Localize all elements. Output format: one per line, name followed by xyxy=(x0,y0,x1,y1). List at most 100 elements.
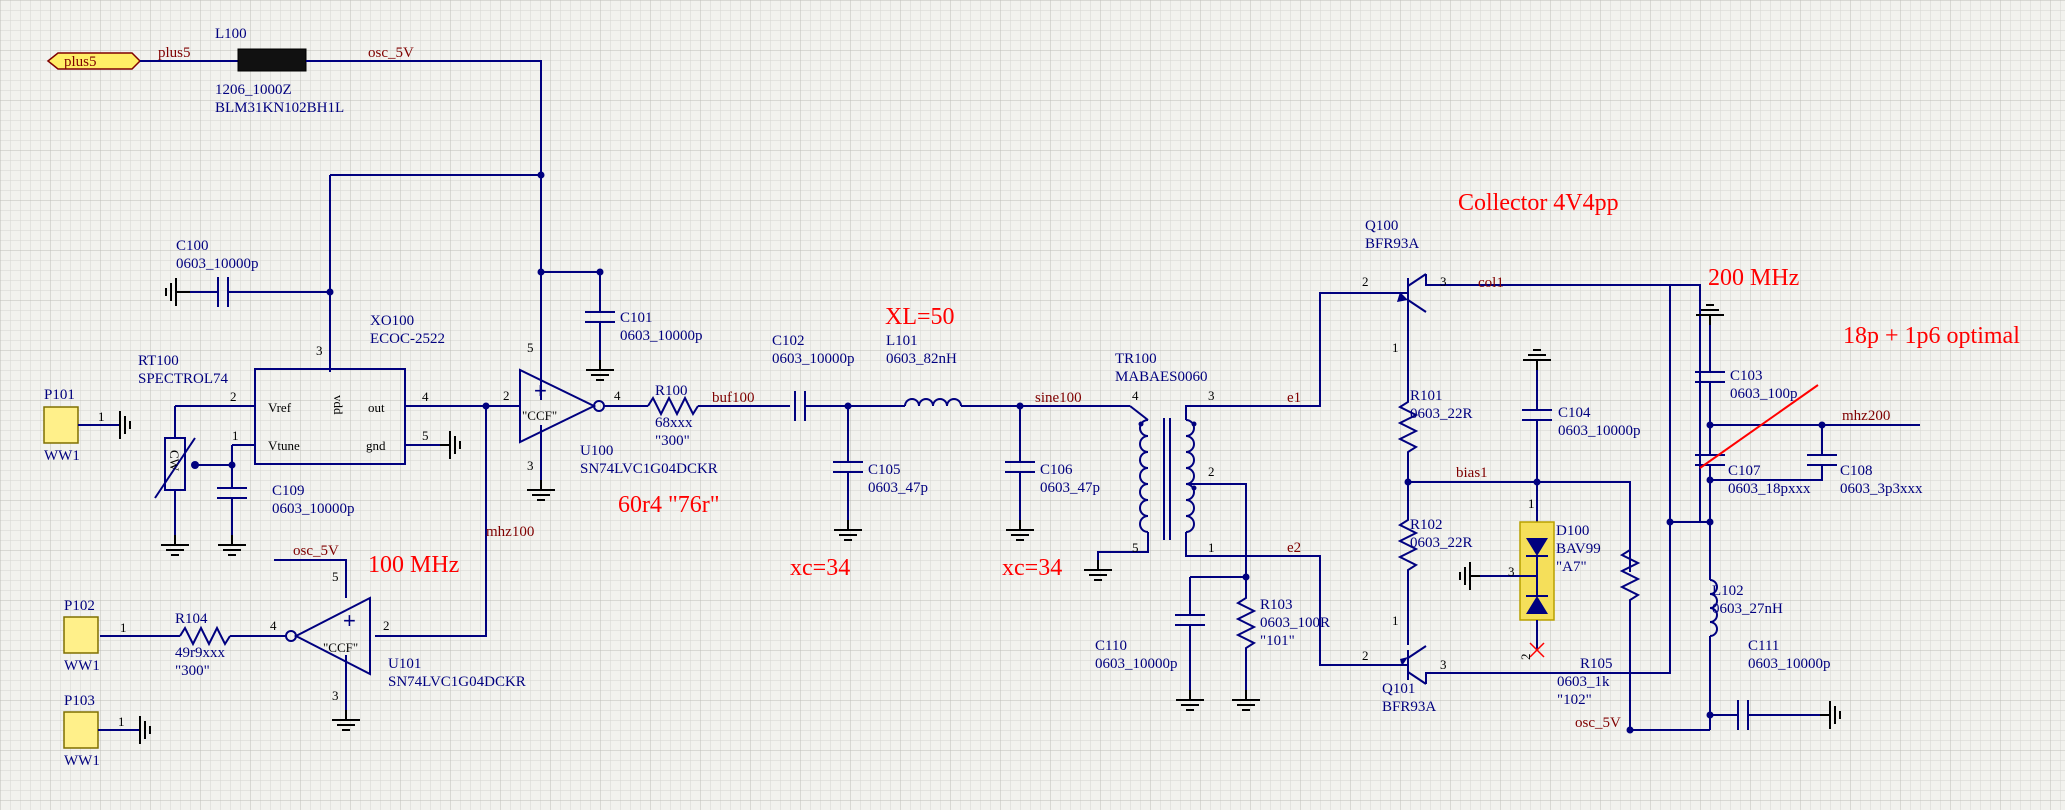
tr100-pin2: 2 xyxy=(1208,464,1215,479)
p103-value: WW1 xyxy=(64,753,100,769)
net-label-e2: e2 xyxy=(1287,540,1301,556)
r103-ref: R103 xyxy=(1260,597,1293,613)
capacitor-c109[interactable] xyxy=(217,465,247,535)
buffer-u101[interactable]: + "CCF" xyxy=(285,596,371,676)
transformer-tr100[interactable] xyxy=(1129,405,1197,540)
diode-d100[interactable] xyxy=(1519,521,1555,621)
rt100-value: SPECTROL74 xyxy=(138,371,229,387)
net-label-osc5v-bottom: osc_5V xyxy=(1575,715,1621,731)
wire-tr100-gnd xyxy=(1097,532,1149,560)
c108-ref: C108 xyxy=(1840,463,1873,479)
net-label-mhz200: mhz200 xyxy=(1842,408,1890,424)
junction xyxy=(596,268,604,276)
u100-ref: U100 xyxy=(580,443,613,459)
r105-alt: "102" xyxy=(1557,692,1592,708)
d100-alt: "A7" xyxy=(1556,559,1587,575)
junction xyxy=(1626,726,1634,734)
ground-xo100 xyxy=(440,431,461,459)
q101-pin2: 2 xyxy=(1362,648,1369,663)
wire-e2 xyxy=(1185,532,1390,666)
ground-p101 xyxy=(119,411,131,439)
oscillator-xo100[interactable] xyxy=(254,368,406,465)
transistor-q100[interactable] xyxy=(1390,273,1427,313)
net-label-sine100: sine100 xyxy=(1035,390,1082,406)
xo100-pin5: 5 xyxy=(422,428,429,443)
r100-ref: R100 xyxy=(655,383,688,399)
q100-pin3: 3 xyxy=(1440,274,1447,289)
xo100-pin2: 2 xyxy=(230,389,237,404)
capacitor-c104[interactable] xyxy=(1522,370,1552,482)
xo100-pin4: 4 xyxy=(422,389,429,404)
net-label-osc5v-u101: osc_5V xyxy=(293,543,339,559)
p103-ref: P103 xyxy=(64,693,95,709)
u100-pin4: 4 xyxy=(614,388,621,403)
tr100-pin5: 5 xyxy=(1132,540,1139,555)
note-100mhz: 100 MHz xyxy=(368,552,459,578)
capacitor-c106[interactable] xyxy=(1005,406,1035,520)
c102-value: 0603_10000p xyxy=(772,351,855,367)
resistor-r104[interactable] xyxy=(179,625,231,647)
c111-ref: C111 xyxy=(1748,638,1779,654)
ferrite-l100[interactable] xyxy=(237,48,307,72)
junction xyxy=(1706,476,1714,484)
ground-p103 xyxy=(139,716,151,744)
c109-value: 0603_10000p xyxy=(272,501,355,517)
q100-pin1: 1 xyxy=(1392,340,1399,355)
c106-value: 0603_47p xyxy=(1040,480,1100,496)
capacitor-c105[interactable] xyxy=(833,406,863,520)
capacitor-c110[interactable] xyxy=(1175,577,1205,690)
trimmer-rt100[interactable]: CW xyxy=(154,437,199,499)
c103-ref: C103 xyxy=(1730,368,1763,384)
resistor-r101[interactable] xyxy=(1397,392,1419,482)
connector-p102[interactable] xyxy=(63,616,99,654)
wire-mhz100 xyxy=(375,406,487,637)
note-xc1: xc=34 xyxy=(790,555,850,581)
u100-value: SN74LVC1G04DCKR xyxy=(580,461,718,477)
r104-value: 49r9xxx xyxy=(175,645,225,661)
xo100-pin-gnd: gnd xyxy=(366,438,386,453)
c107-value: 0603_18pxxx xyxy=(1728,481,1811,497)
tr100-ref: TR100 xyxy=(1115,351,1157,367)
port-plus5[interactable]: plus5 xyxy=(46,52,142,70)
d100-pin2: 2 xyxy=(1518,654,1533,661)
capacitor-c100[interactable] xyxy=(165,277,330,307)
resistor-r100[interactable] xyxy=(647,395,699,417)
xo100-pin3: 3 xyxy=(316,343,323,358)
xo100-pin-vtune: Vtune xyxy=(268,438,300,453)
junction xyxy=(537,171,545,179)
c110-ref: C110 xyxy=(1095,638,1127,654)
r103-value: 0603_100R xyxy=(1260,615,1330,631)
u101-pin2: 2 xyxy=(383,618,390,633)
c105-value: 0603_47p xyxy=(868,480,928,496)
net-label-col1: col1 xyxy=(1478,275,1504,291)
inductor-l101[interactable] xyxy=(904,398,962,407)
r103-alt: "101" xyxy=(1260,633,1295,649)
l101-value: 0603_82nH xyxy=(886,351,957,367)
d100-pin1: 1 xyxy=(1528,496,1535,511)
r100-alt: "300" xyxy=(655,433,690,449)
capacitor-c111[interactable] xyxy=(1710,700,1820,730)
resistor-r103[interactable] xyxy=(1235,577,1257,690)
resistor-r105[interactable] xyxy=(1619,540,1641,730)
c100-ref: C100 xyxy=(176,238,209,254)
xo100-pin1: 1 xyxy=(232,428,239,443)
tr100-pin3: 3 xyxy=(1208,388,1215,403)
transistor-q101[interactable] xyxy=(1390,645,1427,685)
junction xyxy=(1666,518,1674,526)
note-optimal: 18p + 1p6 optimal xyxy=(1843,323,2020,349)
p102-pin1: 1 xyxy=(120,620,127,635)
ground-c111 xyxy=(1820,701,1841,729)
u101-ref: U101 xyxy=(388,656,421,672)
buffer-u100[interactable]: + "CCF" xyxy=(519,368,605,444)
inductor-l102[interactable] xyxy=(1709,579,1718,637)
connector-p103[interactable] xyxy=(63,711,99,749)
capacitor-c108[interactable] xyxy=(1710,425,1837,481)
net-label-e1: e1 xyxy=(1287,390,1301,406)
svg-text:+: + xyxy=(343,608,356,633)
p101-value: WW1 xyxy=(44,448,80,464)
l101-ref: L101 xyxy=(886,333,918,349)
note-xc2: xc=34 xyxy=(1002,555,1062,581)
connector-p101[interactable] xyxy=(43,406,79,444)
port-plus5-label: plus5 xyxy=(64,54,97,70)
resistor-r102[interactable] xyxy=(1397,482,1419,645)
